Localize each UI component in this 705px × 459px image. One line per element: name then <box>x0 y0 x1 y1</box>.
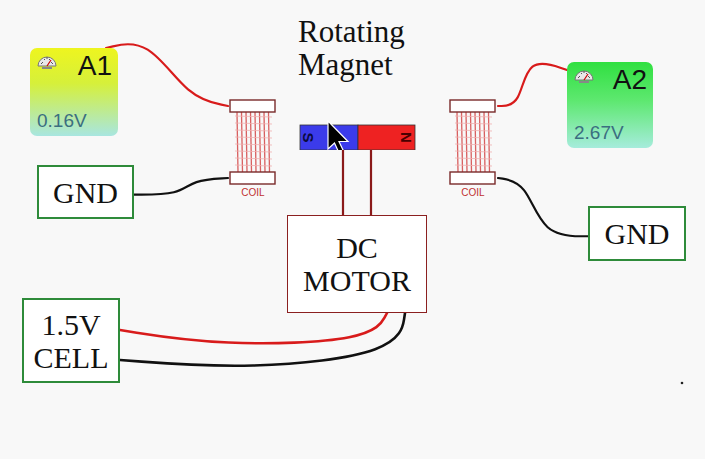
cell-box: 1.5V CELL <box>22 298 120 383</box>
coil-right: COIL <box>448 96 498 200</box>
pole-letter: N <box>398 132 415 143</box>
magnet-title: Rotating Magnet <box>298 15 448 82</box>
box-label: DC MOTOR <box>294 231 420 297</box>
coil-left: COIL <box>228 96 278 200</box>
voltmeter-a1: A1 0.16V <box>30 48 118 136</box>
box-label: 1.5V CELL <box>30 308 112 374</box>
wire <box>498 178 588 236</box>
coil-label: COIL <box>241 187 264 198</box>
meter-name: A1 <box>78 51 112 82</box>
pole-row: SN <box>300 125 415 150</box>
wire <box>498 64 567 106</box>
voltmeter-a2: A2 2.67V <box>567 62 653 148</box>
wire <box>120 313 405 366</box>
coil-caption-row: COIL <box>228 182 278 200</box>
wire <box>120 313 387 343</box>
meter-reading: 0.16V <box>37 111 87 132</box>
coil-caption-row: COIL <box>448 182 498 200</box>
ground-box: GND <box>37 165 134 219</box>
pole-letter: S <box>300 132 317 142</box>
coil-symbol <box>228 96 278 186</box>
wire <box>106 44 228 106</box>
coil-label: COIL <box>461 187 484 198</box>
box-label: GND <box>53 176 118 209</box>
meter-icon <box>573 66 595 84</box>
meter-reading: 2.67V <box>574 123 624 144</box>
motor-box: DC MOTOR <box>287 215 427 313</box>
rotating-magnet: Rotating MagnetSN <box>298 15 448 150</box>
motor-shaft <box>342 150 344 215</box>
wire <box>134 178 228 195</box>
speck-dot <box>681 382 684 385</box>
coil-symbol <box>448 96 498 186</box>
meter-icon <box>36 52 58 70</box>
meter-name: A2 <box>613 65 647 96</box>
cursor-arrow <box>328 121 348 150</box>
box-label: GND <box>605 217 670 250</box>
motor-shaft <box>370 150 372 215</box>
ground-box: GND <box>588 206 686 261</box>
